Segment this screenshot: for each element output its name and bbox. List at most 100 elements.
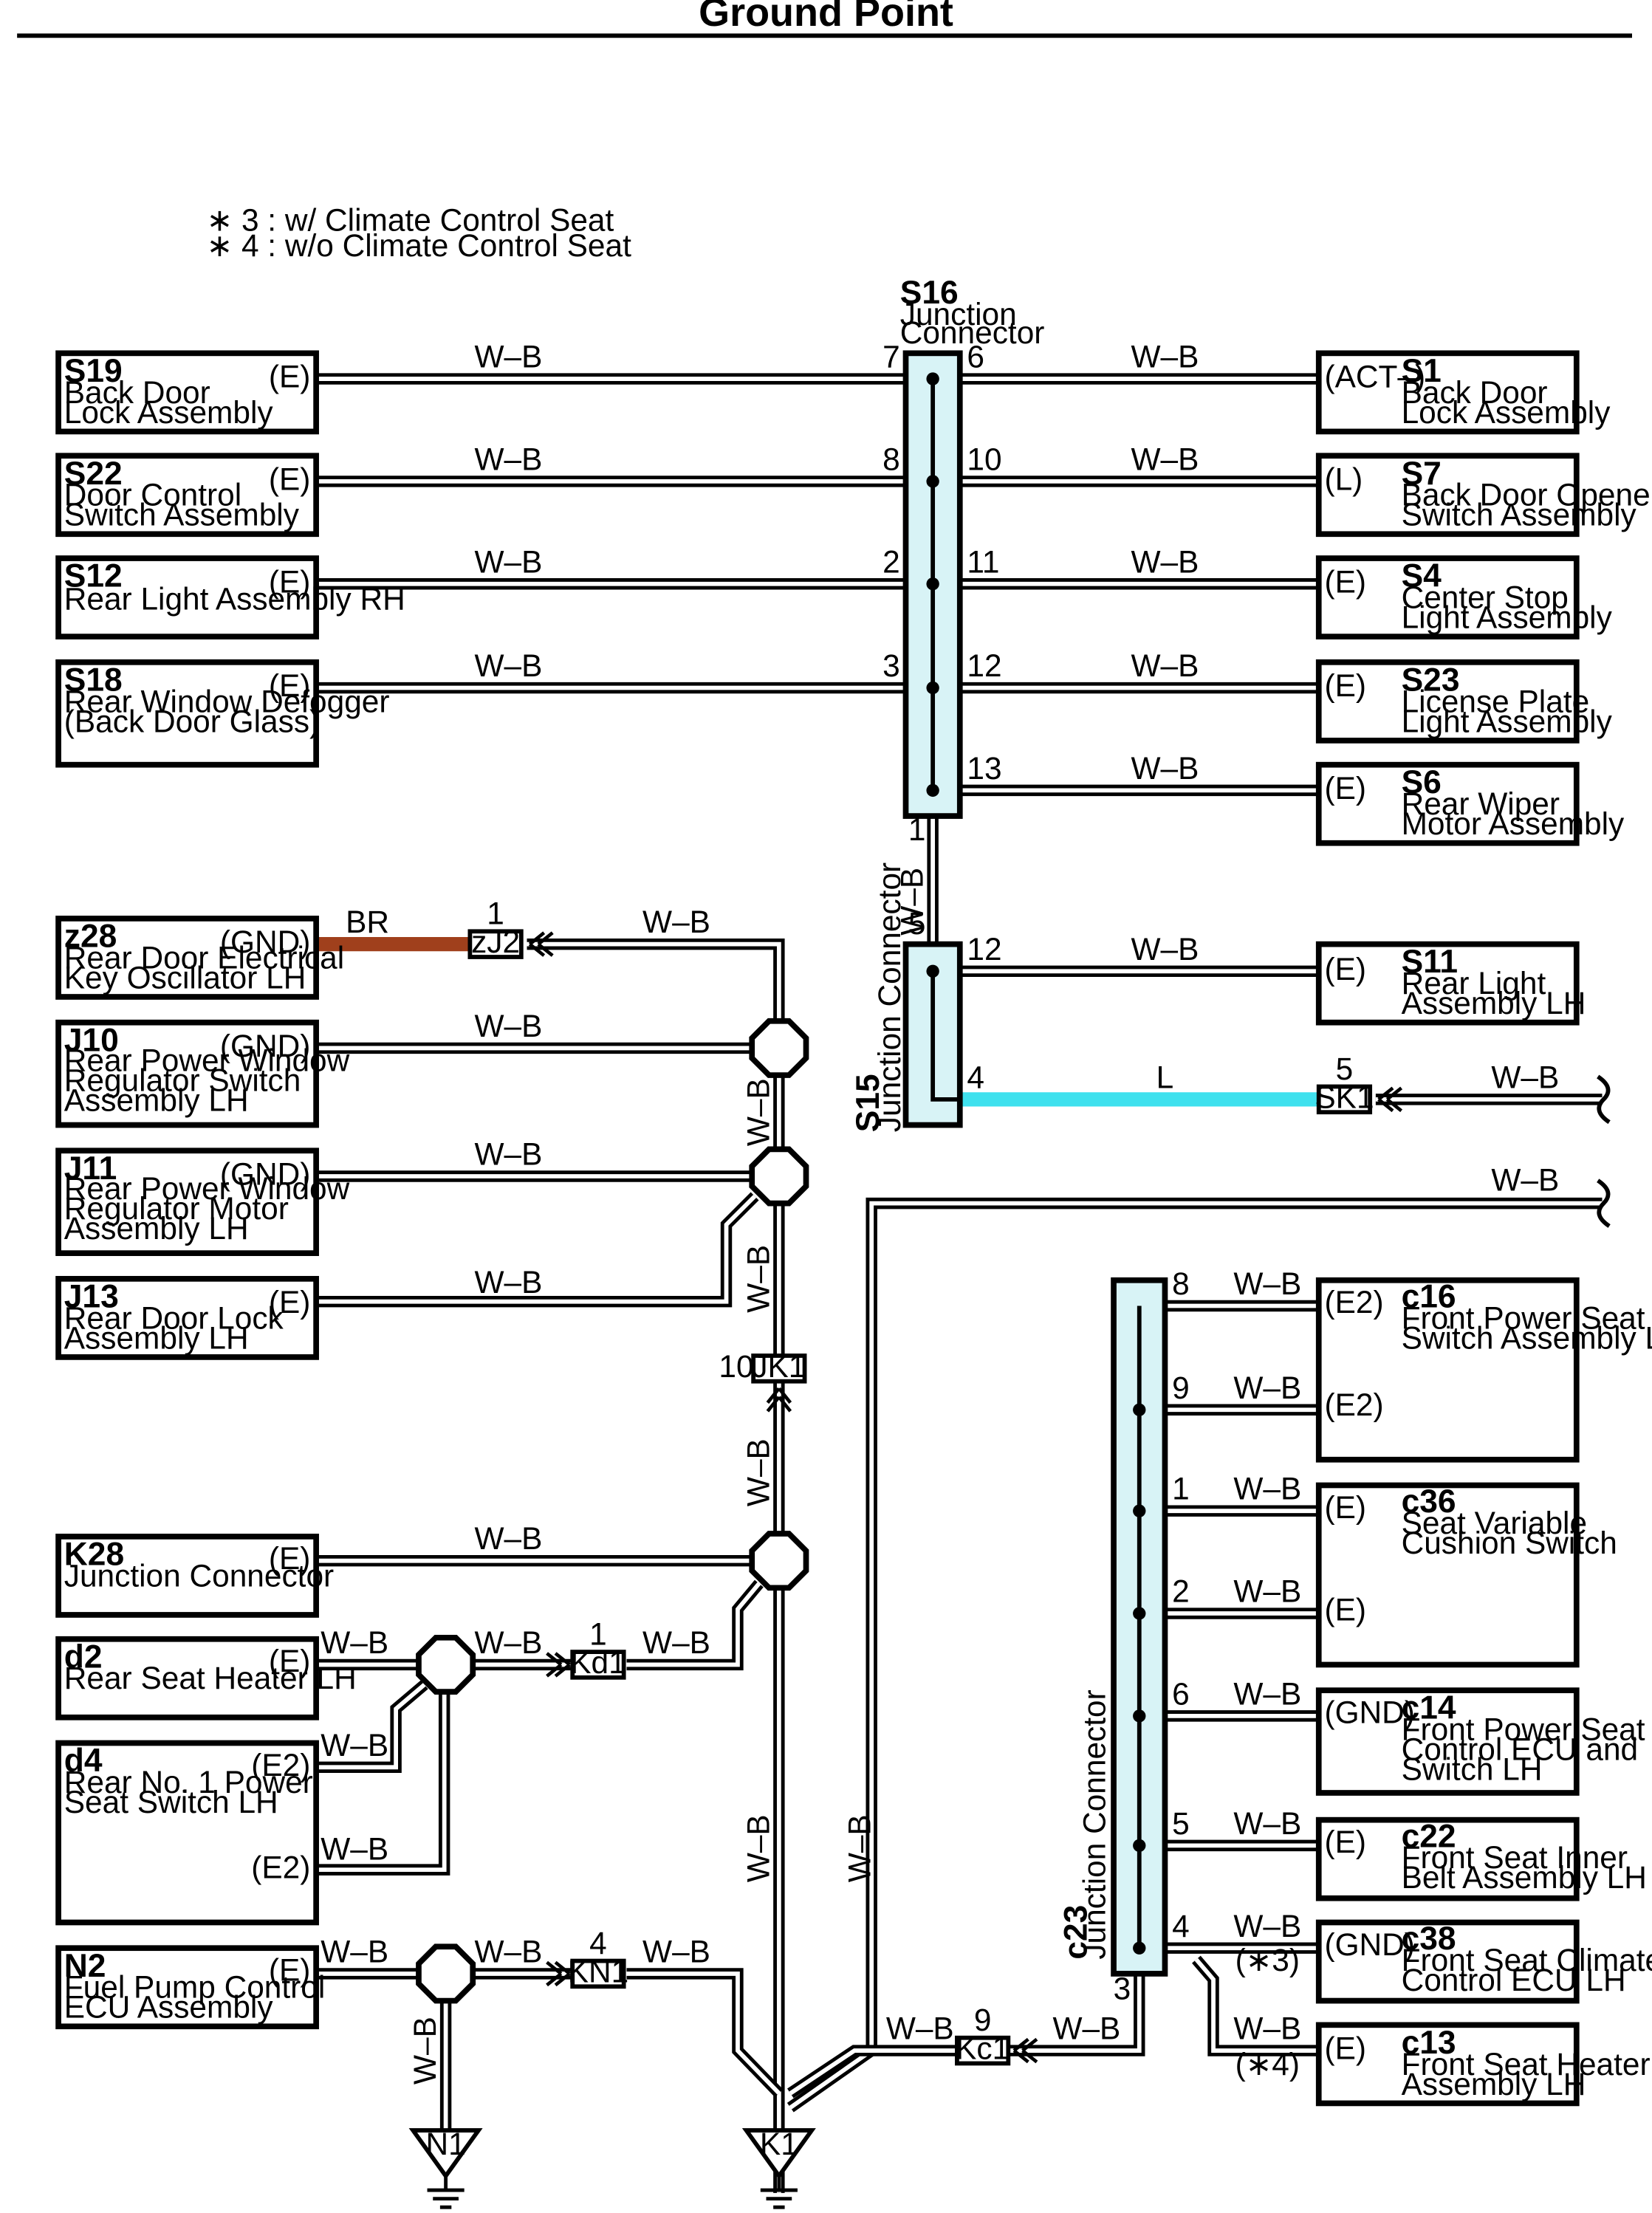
svg-text:W–B: W–B (642, 1625, 710, 1660)
svg-text:(GND): (GND) (220, 1029, 310, 1063)
svg-text:Back Door: Back Door (1402, 375, 1548, 410)
svg-text:Key Oscillator LH: Key Oscillator LH (64, 960, 306, 995)
svg-text:W–B: W–B (1052, 2011, 1120, 2046)
component-s23: (E) S23 License Plate Light Assembly (1315, 659, 1613, 744)
svg-text:Kd1: Kd1 (570, 1645, 626, 1680)
svg-text:c14: c14 (1402, 1690, 1456, 1726)
svg-text:W–B: W–B (408, 2017, 442, 2085)
svg-text:S23: S23 (1402, 662, 1460, 698)
ground-k1: K1 (741, 2127, 816, 2209)
svg-text:Rear Light: Rear Light (1402, 966, 1546, 1001)
component-j11: J11 Rear Power Window Regulator Motor As… (55, 1147, 350, 1256)
svg-text:BR: BR (346, 905, 389, 939)
svg-text:c23: c23 (1058, 1905, 1094, 1960)
connector-kn1: KN1 4 (547, 1926, 628, 1989)
svg-text:S15: S15 (850, 1074, 886, 1132)
svg-text:(E2): (E2) (251, 1748, 310, 1783)
svg-text:(E2): (E2) (1324, 1387, 1383, 1422)
ground-n1: N1 (408, 2127, 483, 2209)
svg-text:2: 2 (1172, 1574, 1190, 1609)
svg-text:12: 12 (967, 648, 1001, 683)
svg-text:W–B: W–B (1131, 340, 1199, 374)
svg-text:4: 4 (589, 1926, 607, 1960)
svg-text:Switch Assembly: Switch Assembly (64, 498, 300, 532)
svg-text:W–B: W–B (1233, 1806, 1301, 1841)
svg-text:S4: S4 (1402, 558, 1442, 594)
svg-text:(E): (E) (1324, 564, 1366, 599)
connector-kc1: Kc1 9 (955, 2003, 1037, 2066)
svg-text:Front Power Seat: Front Power Seat (1402, 1300, 1645, 1335)
svg-text:(Back Door Glass): (Back Door Glass) (64, 704, 320, 738)
component-c16: (E2) (E2) c16 Front Power Seat Switch As… (1315, 1277, 1652, 1463)
svg-text:(E): (E) (1324, 771, 1366, 806)
svg-text:S11: S11 (1402, 944, 1458, 980)
svg-text:Assembly LH: Assembly LH (1402, 986, 1586, 1020)
svg-text:S7: S7 (1402, 456, 1442, 492)
svg-text:Assembly LH: Assembly LH (64, 1211, 249, 1246)
svg-text:(E): (E) (269, 360, 311, 394)
svg-text:W–B: W–B (1491, 1162, 1559, 1197)
svg-text:Switch Assembly: Switch Assembly (1402, 498, 1637, 532)
svg-text:J13: J13 (64, 1278, 119, 1314)
svg-text:(GND): (GND) (220, 924, 310, 959)
splice-n2 (416, 1943, 476, 2004)
component-k28: K28 Junction Connector (E) (55, 1534, 334, 1618)
component-s19: S19 Back Door Lock Assembly (E) (55, 350, 319, 435)
svg-text:W–B: W–B (475, 1009, 543, 1043)
svg-text:(E): (E) (269, 1285, 311, 1320)
svg-text:W–B: W–B (475, 442, 543, 476)
svg-text:Junction: Junction (900, 297, 1017, 332)
svg-text:S1: S1 (1402, 353, 1442, 389)
left-components: S19 Back Door Lock Assembly (E) S22 Door… (55, 350, 405, 2030)
svg-text:(∗4): (∗4) (1235, 2047, 1300, 2082)
component-s12: S12 Rear Light Assembly RH (E) (55, 555, 405, 639)
svg-text:W–B: W–B (321, 1934, 388, 1969)
svg-text:Belt Assembly LH: Belt Assembly LH (1402, 1860, 1647, 1895)
svg-text:Motor Assembly: Motor Assembly (1402, 806, 1625, 841)
svg-text:W–B: W–B (642, 905, 710, 939)
svg-text:W–B: W–B (1491, 1060, 1559, 1094)
svg-text:(E): (E) (1324, 1825, 1366, 1859)
svg-text:Seat Switch LH: Seat Switch LH (64, 1785, 278, 1819)
svg-text:13: 13 (967, 751, 1001, 786)
svg-text:11: 11 (967, 544, 999, 579)
svg-text:W–B: W–B (321, 1625, 388, 1660)
svg-text:W–B: W–B (741, 1245, 775, 1313)
svg-text:W–B: W–B (475, 1521, 543, 1556)
svg-text:S22: S22 (64, 456, 123, 492)
svg-text:Switch LH: Switch LH (1402, 1752, 1543, 1787)
svg-text:Assembly LH: Assembly LH (64, 1083, 249, 1117)
svg-text:W–B: W–B (475, 1137, 543, 1172)
svg-text:Center Stop: Center Stop (1402, 580, 1569, 615)
component-s18: S18 Rear Window Defogger (Back Door Glas… (55, 659, 390, 768)
svg-text:3: 3 (882, 648, 900, 683)
svg-text:Lock Assembly: Lock Assembly (1402, 395, 1611, 430)
svg-text:N2: N2 (64, 1948, 106, 1984)
svg-text:6: 6 (1172, 1676, 1190, 1711)
component-c13: (E) c13 Front Seat Heater Assembly LH (1315, 2022, 1651, 2107)
svg-text:Control ECU LH: Control ECU LH (1402, 1963, 1626, 1997)
svg-text:d2: d2 (64, 1639, 103, 1675)
component-s6: (E) S6 Rear Wiper Motor Assembly (1315, 761, 1625, 846)
svg-text:W–B: W–B (321, 1832, 388, 1867)
svg-text:c22: c22 (1402, 1818, 1456, 1854)
svg-text:S19: S19 (64, 353, 123, 389)
svg-text:J11: J11 (64, 1150, 117, 1187)
svg-text:(E): (E) (1324, 952, 1366, 987)
component-s4: (E) S4 Center Stop Light Assembly (1315, 555, 1613, 639)
svg-text:S18: S18 (64, 662, 123, 698)
svg-text:5: 5 (908, 906, 926, 941)
svg-text:W–B: W–B (895, 868, 930, 936)
svg-text:W–B: W–B (741, 1438, 775, 1506)
component-s1: (ACT–) S1 Back Door Lock Assembly (1315, 350, 1611, 435)
svg-text:c38: c38 (1402, 1921, 1456, 1957)
svg-text:Kc1: Kc1 (956, 2031, 1010, 2066)
svg-text:9: 9 (1172, 1370, 1190, 1405)
splice-j11 (749, 1146, 809, 1207)
svg-text:Rear Wiper: Rear Wiper (1402, 786, 1560, 821)
svg-text:c36: c36 (1402, 1483, 1456, 1520)
svg-text:Fuel Pump Control: Fuel Pump Control (64, 1970, 326, 2005)
svg-text:W–B: W–B (1233, 1574, 1301, 1609)
svg-text:Connector: Connector (900, 315, 1045, 350)
connector-zj2: zJ2 1 (467, 896, 552, 959)
